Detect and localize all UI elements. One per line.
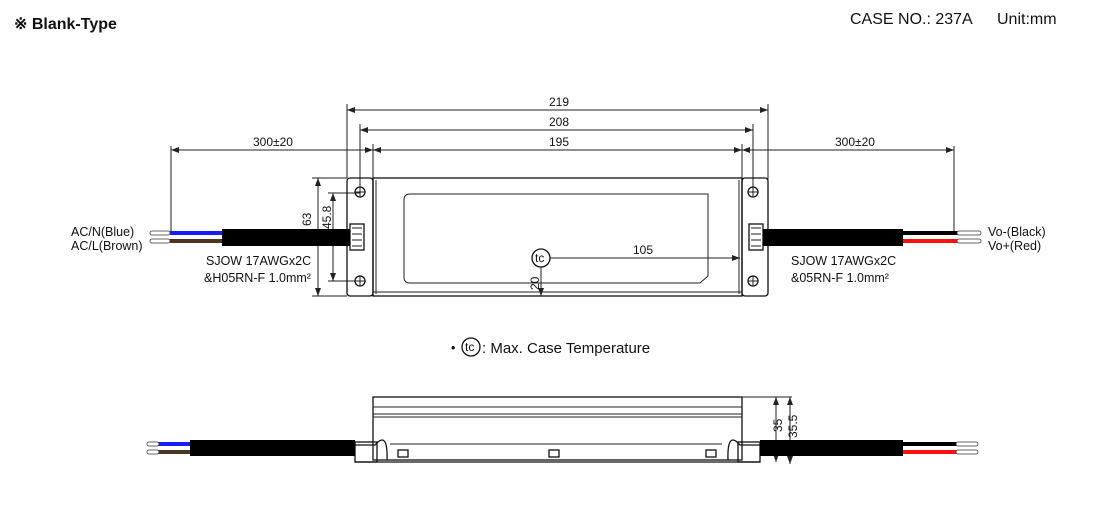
dim-side-height-total: 35.5 <box>786 414 800 438</box>
dim-cable-right: 300±20 <box>835 135 875 149</box>
tc-legend-text: : Max. Case Temperature <box>482 340 650 357</box>
dim-tc-y: 20 <box>528 276 542 290</box>
side-view: 35 35.5 <box>146 396 979 464</box>
dim-mount-height: 45.8 <box>320 205 334 229</box>
mount-hole-icon <box>354 186 759 287</box>
top-dimensions: 219 208 195 300±20 300±20 63 45.8 <box>170 95 955 297</box>
dim-tc-x: 105 <box>633 243 653 257</box>
drawing-label: tc <box>465 340 474 354</box>
cable-right-spec-2: &05RN-F 1.0mm² <box>791 271 889 285</box>
label-vo-pos: Vo+(Red) <box>988 239 1041 253</box>
label-ac-n: AC/N(Blue) <box>71 225 134 239</box>
tc-icon <box>461 337 481 357</box>
top-view: tc 105 20 <box>346 177 769 297</box>
case-number: CASE NO.: 237A <box>850 11 973 28</box>
dim-cable-left: 300±20 <box>253 135 293 149</box>
dim-body: 195 <box>549 135 569 149</box>
dim-side-height: 35 <box>771 418 785 432</box>
cable-right-spec-1: SJOW 17AWGx2C <box>791 254 896 268</box>
dim-overall: 219 <box>549 95 569 109</box>
dim-mount: 208 <box>549 115 569 129</box>
label-ac-l: AC/L(Brown) <box>71 239 143 253</box>
dim-height: 63 <box>300 212 314 226</box>
output-cable <box>763 229 982 246</box>
tc-legend: • tc : Max. Case Temperature <box>451 337 650 357</box>
input-cable <box>149 229 350 246</box>
unit-label: Unit:mm <box>997 11 1057 28</box>
cable-left-spec-2: &H05RN-F 1.0mm² <box>204 271 311 285</box>
cable-left-spec-1: SJOW 17AWGx2C <box>206 254 311 268</box>
label-vo-neg: Vo-(Black) <box>988 225 1046 239</box>
drawing-label: • <box>451 341 455 355</box>
type-label: ※ Blank-Type <box>14 16 117 33</box>
drawing-label: tc <box>535 251 544 265</box>
